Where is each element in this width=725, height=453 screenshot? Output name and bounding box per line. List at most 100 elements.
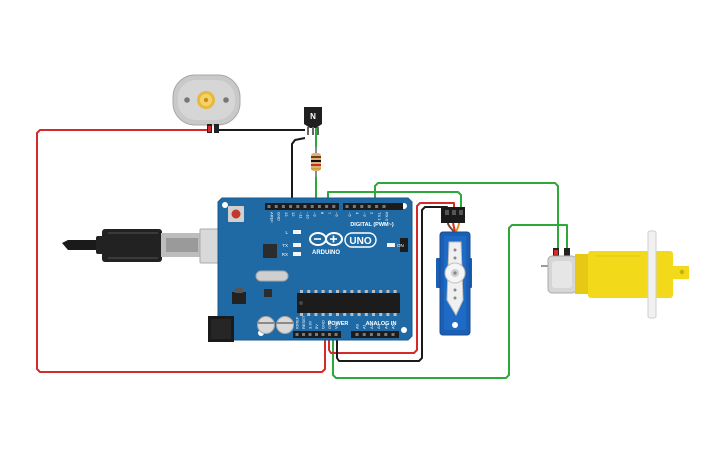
digital-pin-label: ~3: [362, 212, 367, 217]
digital-pin-label: 2: [370, 212, 375, 215]
digital-pin-8[interactable]: [317, 205, 321, 208]
brand-label: ARDUINO: [312, 250, 340, 256]
servo-motor[interactable]: [436, 207, 472, 336]
atmega-chip: [297, 293, 400, 313]
led-tx: TX: [282, 243, 301, 248]
power-pin-33v[interactable]: [308, 333, 312, 336]
chip-leg: [357, 313, 361, 316]
analog-pin-a4[interactable]: [384, 333, 388, 336]
gear-motor[interactable]: [541, 230, 689, 319]
chip-leg: [372, 290, 375, 293]
digital-pin-label: ~10: [306, 212, 311, 220]
chip-leg: [364, 290, 368, 293]
power-pin-5v[interactable]: [315, 333, 318, 336]
svg-text:ON: ON: [397, 243, 404, 248]
digital-pin-11[interactable]: [296, 205, 300, 208]
wire-red-motor-5v[interactable]: [36, 129, 326, 373]
reset-button[interactable]: [228, 206, 244, 222]
wire-green-pin3-gearmotor[interactable]: [374, 182, 559, 252]
power-pin-label: GND: [327, 320, 332, 329]
power-pin-gnd[interactable]: [328, 333, 331, 336]
gear-motor-icon: [541, 230, 689, 319]
led-l: L: [285, 230, 301, 235]
power-pin-holes[interactable]: [295, 333, 395, 336]
analog-pin-label: A0: [355, 323, 360, 329]
analog-pin-a1[interactable]: [362, 333, 366, 336]
resistor-icon: [311, 153, 321, 171]
power-pin-gnd[interactable]: [321, 333, 325, 336]
digital-pin-7[interactable]: [325, 205, 329, 208]
analog-pin-a2[interactable]: [369, 333, 373, 336]
digital-pin-4[interactable]: [352, 205, 356, 208]
chip-leg: [336, 290, 339, 293]
resistor[interactable]: [311, 147, 321, 177]
chip-leg: [350, 290, 354, 293]
analog-pin-a0[interactable]: [355, 333, 359, 336]
chip-leg: [336, 313, 339, 316]
chip-leg: [379, 290, 383, 293]
digital-pin-label: 13: [284, 212, 289, 217]
digital-pin-rx0[interactable]: [382, 205, 386, 208]
npn-transistor[interactable]: N: [304, 107, 322, 135]
crystal-oscillator: [255, 270, 289, 282]
digital-pin-label: 12: [291, 212, 296, 217]
dc-motor[interactable]: [172, 74, 241, 133]
reset-button-icon: [231, 209, 241, 219]
usb-cable-icon: [62, 228, 239, 264]
chip-leg: [328, 313, 332, 316]
svg-text:TX: TX: [282, 243, 288, 248]
power-pin-label: Vin: [334, 323, 339, 329]
led-on: ON: [387, 243, 404, 248]
digital-pin-10[interactable]: [303, 205, 307, 208]
power-pin-vin[interactable]: [334, 333, 338, 336]
power-pin-label: 3.3V: [308, 320, 313, 329]
power-header-label: POWER: [328, 321, 349, 327]
chip-leg: [307, 290, 311, 293]
chip-leg: [393, 290, 397, 293]
digital-pin-5[interactable]: [345, 205, 349, 208]
digital-pin-2[interactable]: [367, 205, 371, 208]
digital-pin-6[interactable]: [332, 205, 336, 208]
mounting-hole: [222, 202, 228, 208]
chip-leg: [314, 290, 318, 293]
wire-black-servo-gnd[interactable]: [336, 206, 448, 362]
power-pin-label: RESET: [301, 315, 306, 329]
voltage-regulator: [232, 288, 246, 304]
analog-pin-a5[interactable]: [391, 333, 395, 336]
digital-pin-label: TX 1: [377, 212, 382, 221]
wire-red-servo-5v[interactable]: [328, 202, 455, 354]
digital-pin-label: AREF: [270, 212, 275, 223]
analog-pin-label: A2: [369, 323, 374, 329]
analog-pin-label: A1: [362, 323, 367, 329]
analog-pin-label: A4: [383, 323, 388, 329]
analog-header-label: ANALOG IN: [366, 321, 397, 327]
digital-header: [265, 203, 403, 210]
power-jack[interactable]: [208, 316, 234, 342]
digital-pin-9[interactable]: [310, 205, 314, 208]
transistor-marking: N: [310, 112, 316, 121]
digital-pin-gnd[interactable]: [274, 205, 278, 208]
wire-green-pin9-servo[interactable]: [327, 191, 462, 212]
analog-pin-a3[interactable]: [377, 333, 381, 336]
chip-pins: [300, 290, 397, 316]
digital-pin-label: ~9: [313, 212, 318, 217]
usb-cable[interactable]: [62, 228, 239, 264]
digital-pin-3[interactable]: [360, 205, 364, 208]
digital-pin-label: ~5: [348, 212, 353, 217]
wire-black-transistor-gnd[interactable]: [291, 137, 306, 200]
power-pin-reset[interactable]: [302, 333, 305, 336]
power-pin-ioref[interactable]: [295, 333, 299, 336]
power-pin-label: 5V: [314, 324, 319, 329]
digital-pin-holes[interactable]: [267, 205, 386, 208]
digital-pin-tx1[interactable]: [375, 205, 379, 208]
svg-text:RX: RX: [282, 252, 288, 257]
digital-pin-aref[interactable]: [267, 205, 271, 208]
capacitor: [276, 316, 294, 334]
svg-text:L: L: [285, 230, 288, 235]
wire-green-gearmotor-gnd[interactable]: [332, 224, 568, 379]
servo-connector: [441, 207, 465, 223]
digital-pin-13[interactable]: [281, 205, 285, 208]
digital-pin-12[interactable]: [289, 205, 293, 208]
